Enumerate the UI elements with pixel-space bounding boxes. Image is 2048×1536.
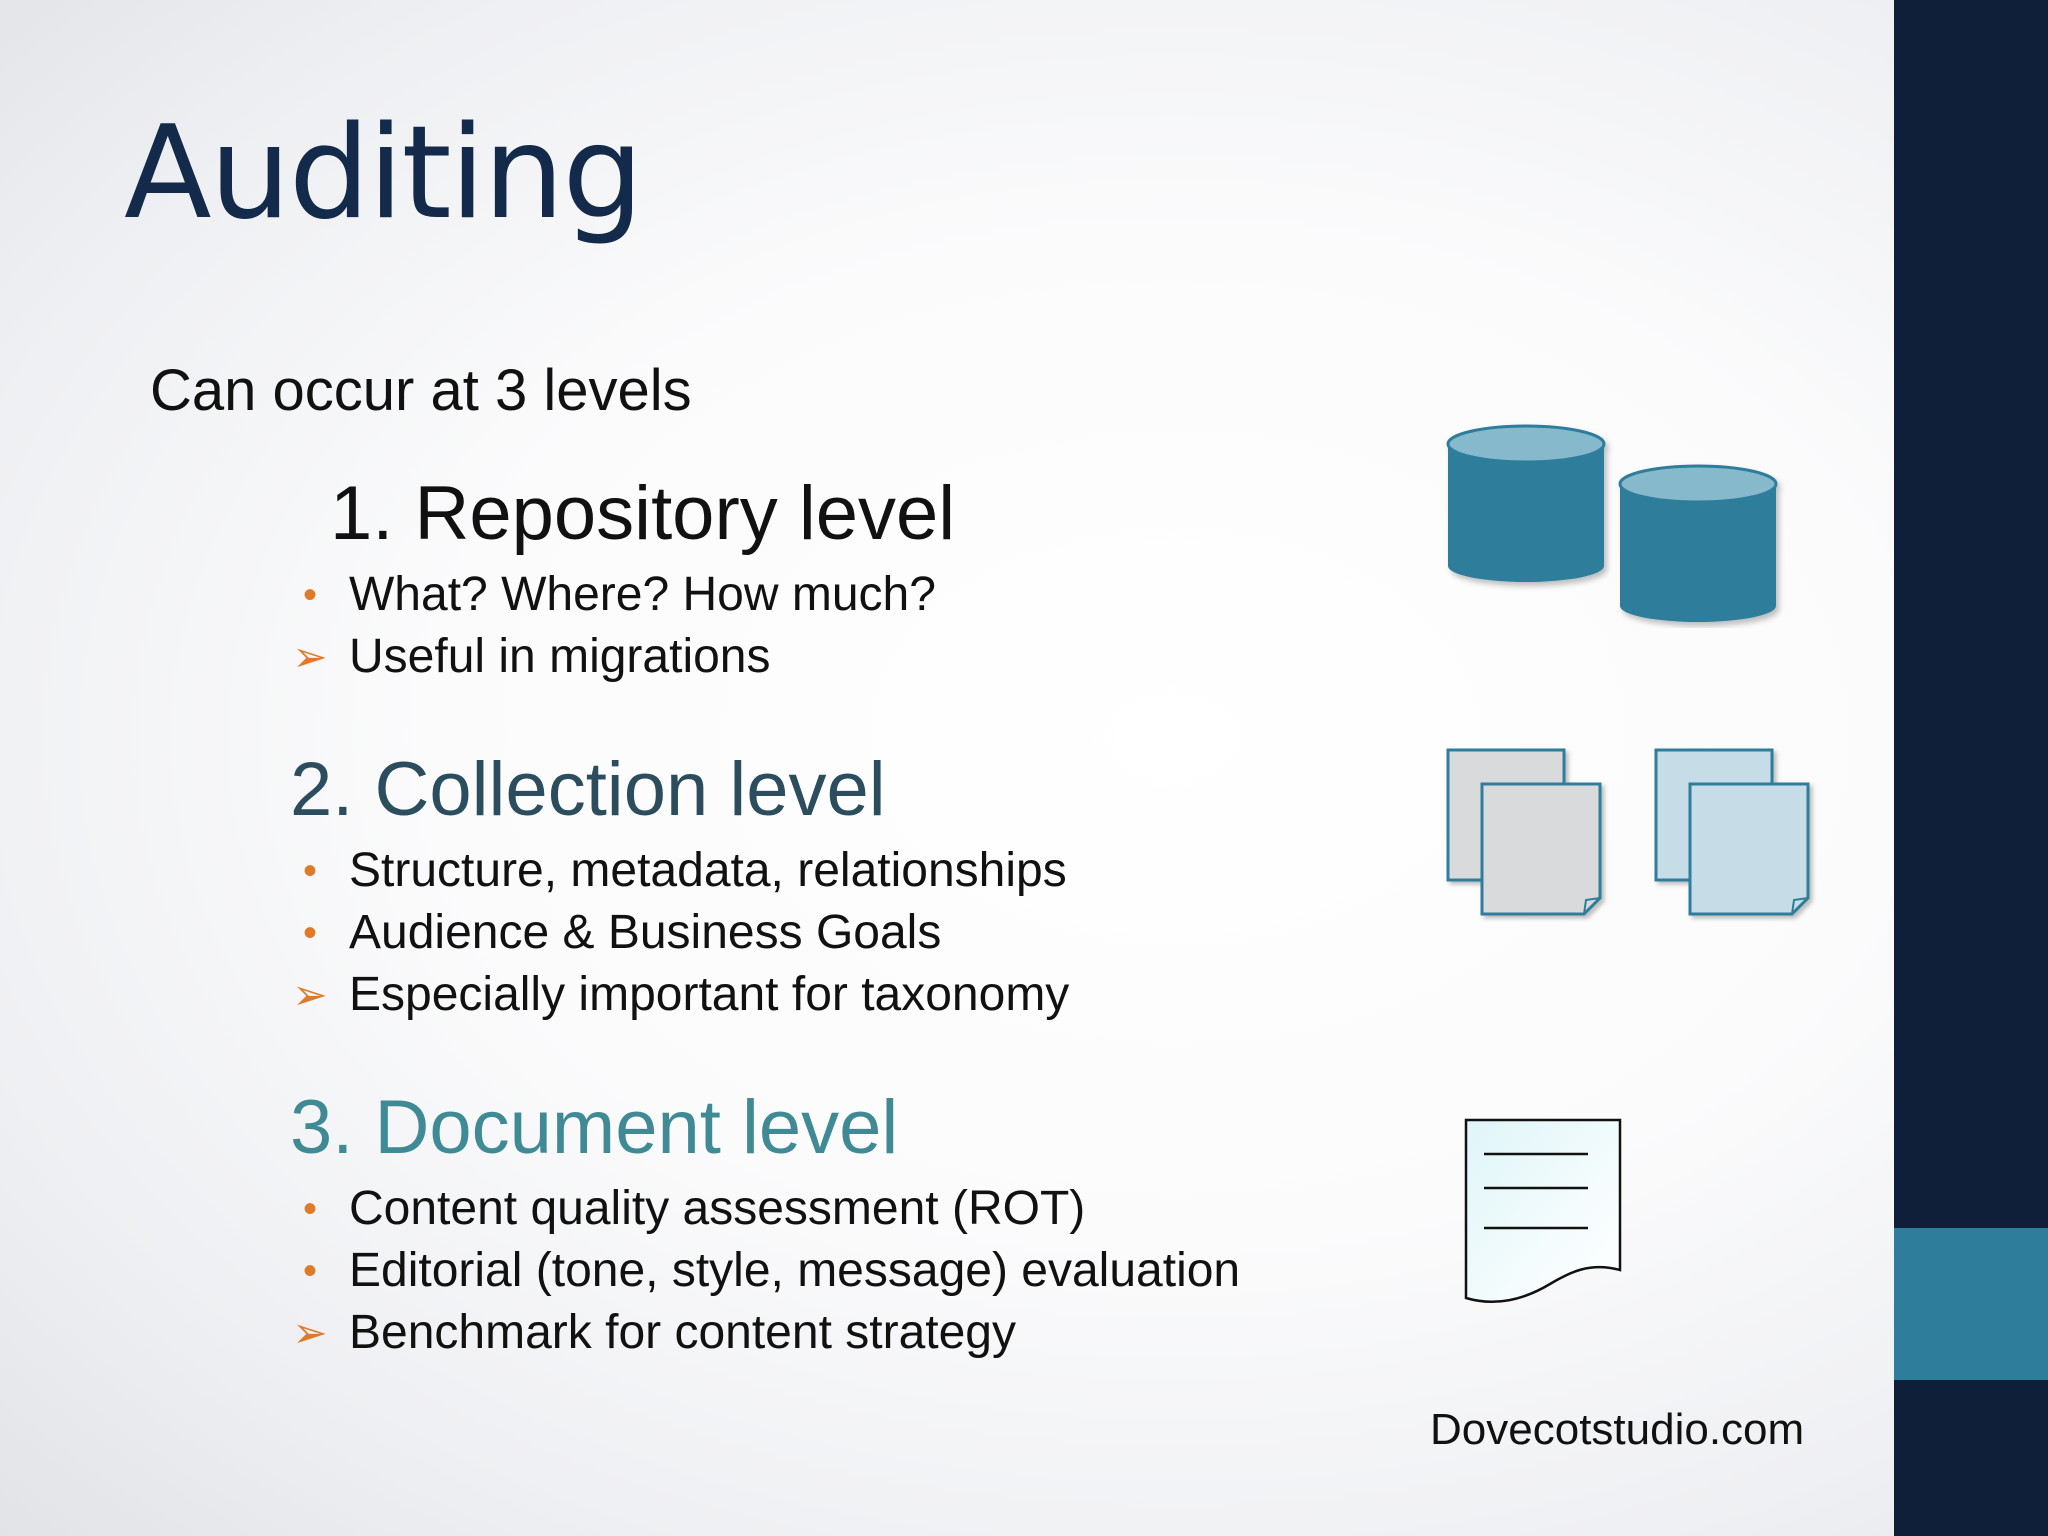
bullet-dot-icon: • (302, 911, 317, 955)
list-item-text: Benchmark for content strategy (349, 1306, 1016, 1359)
section-repository-level: 1. Repository level • What? Where? How m… (290, 476, 955, 688)
document-icon (1464, 1118, 1622, 1303)
slide-title: Auditing (124, 99, 644, 248)
list-item: ➢ Useful in migrations (290, 626, 955, 688)
bullet-list: • Structure, metadata, relationships • A… (290, 840, 1069, 1026)
section-heading: 3. Document level (290, 1085, 899, 1170)
pages-icon (1446, 748, 1810, 916)
bullet-list: • What? Where? How much? ➢ Useful in mig… (290, 564, 955, 688)
list-item: • Audience & Business Goals (290, 902, 1069, 964)
section-heading: 2. Collection level (290, 747, 886, 832)
slide-canvas: Auditing Can occur at 3 levels 1. Reposi… (0, 0, 1894, 1536)
list-item-text: Audience & Business Goals (349, 906, 942, 959)
bullet-dot-icon: • (302, 1187, 317, 1231)
section-collection-level: 2. Collection level • Structure, metadat… (290, 752, 1069, 1026)
list-item: • What? Where? How much? (290, 564, 955, 626)
bullet-dot-icon: • (302, 849, 317, 893)
section-heading: 1. Repository level (330, 471, 956, 556)
list-item-text: Especially important for taxonomy (349, 968, 1070, 1021)
list-item: • Structure, metadata, relationships (290, 840, 1069, 902)
arrow-bullet-icon: ➢ (292, 1308, 328, 1357)
list-item: ➢ Benchmark for content strategy (290, 1302, 1240, 1364)
slide-intro: Can occur at 3 levels (150, 358, 692, 423)
section-document-level: 3. Document level • Content quality asse… (290, 1090, 1240, 1364)
bullet-list: • Content quality assessment (ROT) • Edi… (290, 1178, 1240, 1364)
list-item: • Content quality assessment (ROT) (290, 1178, 1240, 1240)
list-item: • Editorial (tone, style, message) evalu… (290, 1240, 1240, 1302)
database-icon (1446, 424, 1778, 622)
list-item-text: Editorial (tone, style, message) evaluat… (349, 1244, 1241, 1297)
list-item-text: Content quality assessment (ROT) (349, 1182, 1086, 1235)
footer-website: Dovecotstudio.com (1430, 1405, 1805, 1454)
list-item-text: Useful in migrations (349, 630, 771, 683)
list-item-text: What? Where? How much? (349, 568, 936, 621)
arrow-bullet-icon: ➢ (292, 970, 328, 1019)
arrow-bullet-icon: ➢ (292, 632, 328, 681)
bullet-dot-icon: • (302, 573, 317, 617)
bullet-dot-icon: • (302, 1249, 317, 1293)
list-item-text: Structure, metadata, relationships (349, 844, 1067, 897)
list-item: ➢ Especially important for taxonomy (290, 964, 1069, 1026)
sidebar-accent-block (1894, 1228, 2048, 1380)
